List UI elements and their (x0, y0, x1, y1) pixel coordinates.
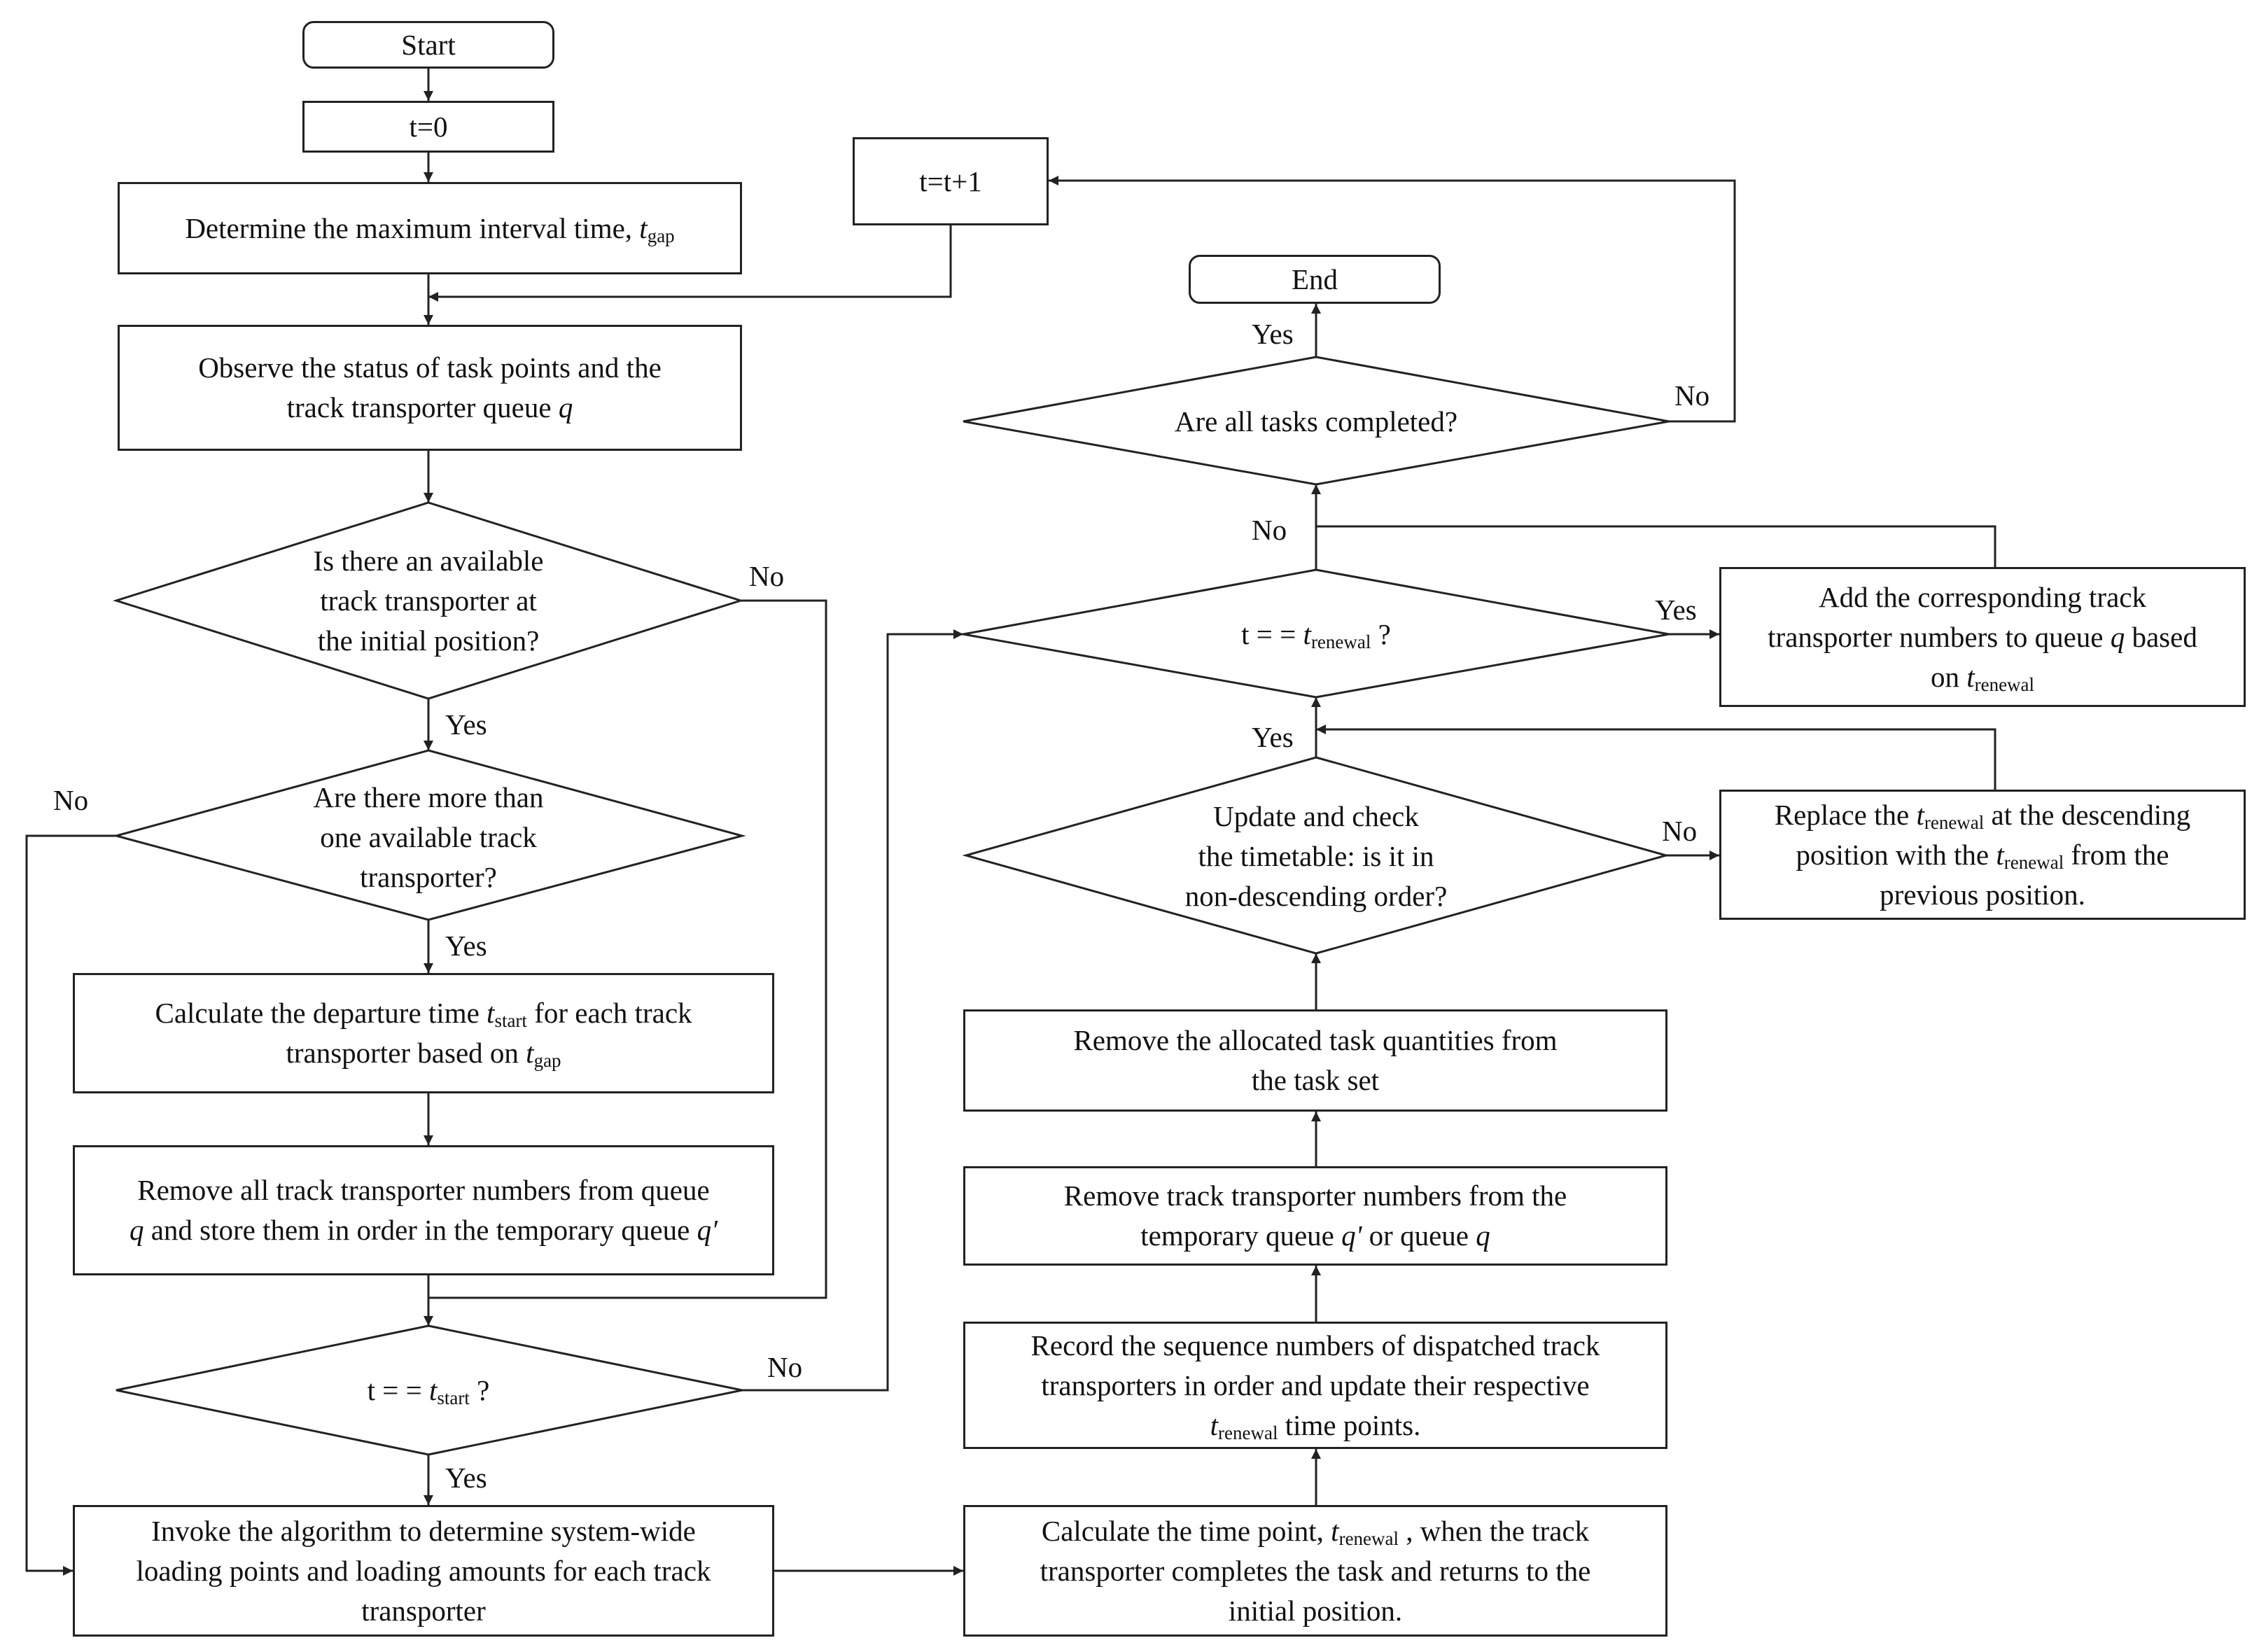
remove-track-box: Remove track transporter numbers from th… (963, 1166, 1667, 1266)
init-t0-box: t=0 (302, 101, 554, 153)
invoke-algorithm-box: Invoke the algorithm to determine system… (73, 1505, 774, 1637)
label-update-no: No (1662, 815, 1698, 847)
tstart-question: t = = tstart ? (242, 1362, 615, 1418)
record-sequence-text: Record the sequence numbers of dispatche… (1030, 1329, 1600, 1443)
t-increment-box: t=t+1 (853, 137, 1049, 225)
invoke-algorithm-text: Invoke the algorithm to determine system… (136, 1514, 711, 1627)
remove-track-text: Remove track transporter numbers from th… (1063, 1180, 1567, 1252)
remove-all-box: Remove all track transporter numbers fro… (73, 1145, 774, 1275)
calc-departure-box: Calculate the departure time tstart for … (73, 973, 774, 1093)
record-sequence-box: Record the sequence numbers of dispatche… (963, 1322, 1667, 1449)
label-available-yes: Yes (445, 708, 487, 741)
observe-status-box: Observe the status of task points and th… (118, 325, 742, 451)
label-tstart-no: No (767, 1351, 803, 1383)
calc-departure-text: Calculate the departure time tstart for … (155, 997, 692, 1071)
label-done-yes: Yes (1252, 318, 1294, 350)
remove-allocated-text: Remove the allocated task quantities fro… (1073, 1024, 1558, 1096)
t-increment-label: t=t+1 (919, 164, 982, 197)
label-update-yes: Yes (1252, 721, 1294, 753)
label-renewal-yes: Yes (1655, 594, 1697, 626)
arrow-replace-back (1316, 724, 1996, 790)
tstart-text: t = = tstart ? (367, 1373, 490, 1408)
arrow-add-back (1316, 525, 1996, 567)
end-label: End (1291, 262, 1338, 295)
arrow-tinc-to-observe (428, 225, 952, 302)
t0-label: t=0 (409, 110, 448, 143)
arrow-done-no (1049, 176, 1736, 423)
calc-trenewal-box: Calculate the time point, trenewal , whe… (963, 1505, 1667, 1637)
arrow-available-no (428, 599, 827, 1299)
label-renewal-no: No (1252, 514, 1287, 546)
determine-gap-box: Determine the maximum interval time, tga… (118, 182, 742, 274)
start-terminal: Start (302, 21, 554, 69)
label-done-no: No (1674, 379, 1710, 412)
arrow-tstart-no (742, 629, 963, 1392)
all-tasks-completed-text: Are all tasks completed? (1174, 405, 1458, 438)
trenewal-text: t = = trenewal ? (1241, 617, 1391, 652)
determine-gap-text: Determine the maximum interval time, tga… (185, 211, 675, 246)
arrow-more-no (25, 834, 116, 1576)
calc-trenewal-text: Calculate the time point, trenewal , whe… (1040, 1514, 1591, 1627)
remove-allocated-box: Remove the allocated task quantities fro… (963, 1009, 1667, 1112)
label-more-yes: Yes (445, 930, 487, 962)
remove-all-text: Remove all track transporter numbers fro… (129, 1174, 718, 1246)
all-tasks-completed-question: Are all tasks completed? (1092, 392, 1540, 451)
start-label: Start (401, 28, 456, 61)
label-available-no: No (749, 560, 785, 592)
label-tstart-yes: Yes (445, 1462, 487, 1494)
label-more-no: No (53, 784, 89, 816)
end-terminal: End (1189, 255, 1441, 304)
observe-status-text: Observe the status of task points and th… (198, 351, 662, 424)
trenewal-question: t = = trenewal ? (1092, 606, 1540, 662)
